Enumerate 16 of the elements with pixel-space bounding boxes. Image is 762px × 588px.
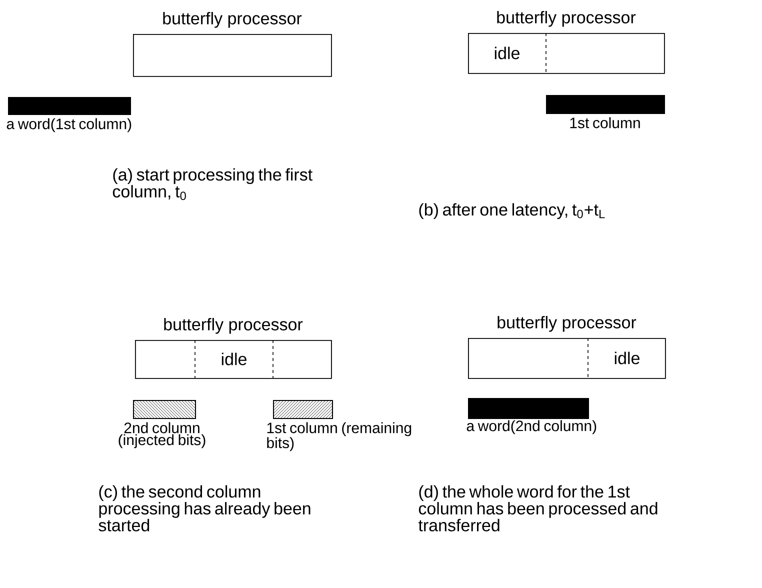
box-heading: butterfly processor [498, 316, 636, 332]
figure-caption: (c) the second column processing has already been started [98, 485, 310, 532]
box-heading: butterfly processor [164, 318, 303, 334]
box-heading: butterfly processor [497, 10, 636, 27]
figure-caption: (a) start processing the first column, t$_{0}$ [112, 168, 312, 200]
processor-box: idle [468, 32, 665, 74]
bar-caption: 1st column (remaining bits) [267, 422, 412, 452]
figure-caption: (d) the whole word for the 1st column has been processed and transferred [418, 485, 658, 532]
bar-caption: a word(2nd column) [466, 420, 596, 434]
bar-caption: a word(1st column) [6, 118, 132, 132]
bar-caption: 2nd column (injected bits) [118, 422, 206, 448]
bar-caption: 1st column [570, 117, 640, 128]
processor-box: idle [468, 338, 666, 379]
figure-caption: (b) after one latency, t$_{0}$+t$_{L}$ [419, 203, 605, 220]
box-heading: butterfly processor [163, 12, 302, 28]
processor-box: idle [135, 340, 332, 379]
